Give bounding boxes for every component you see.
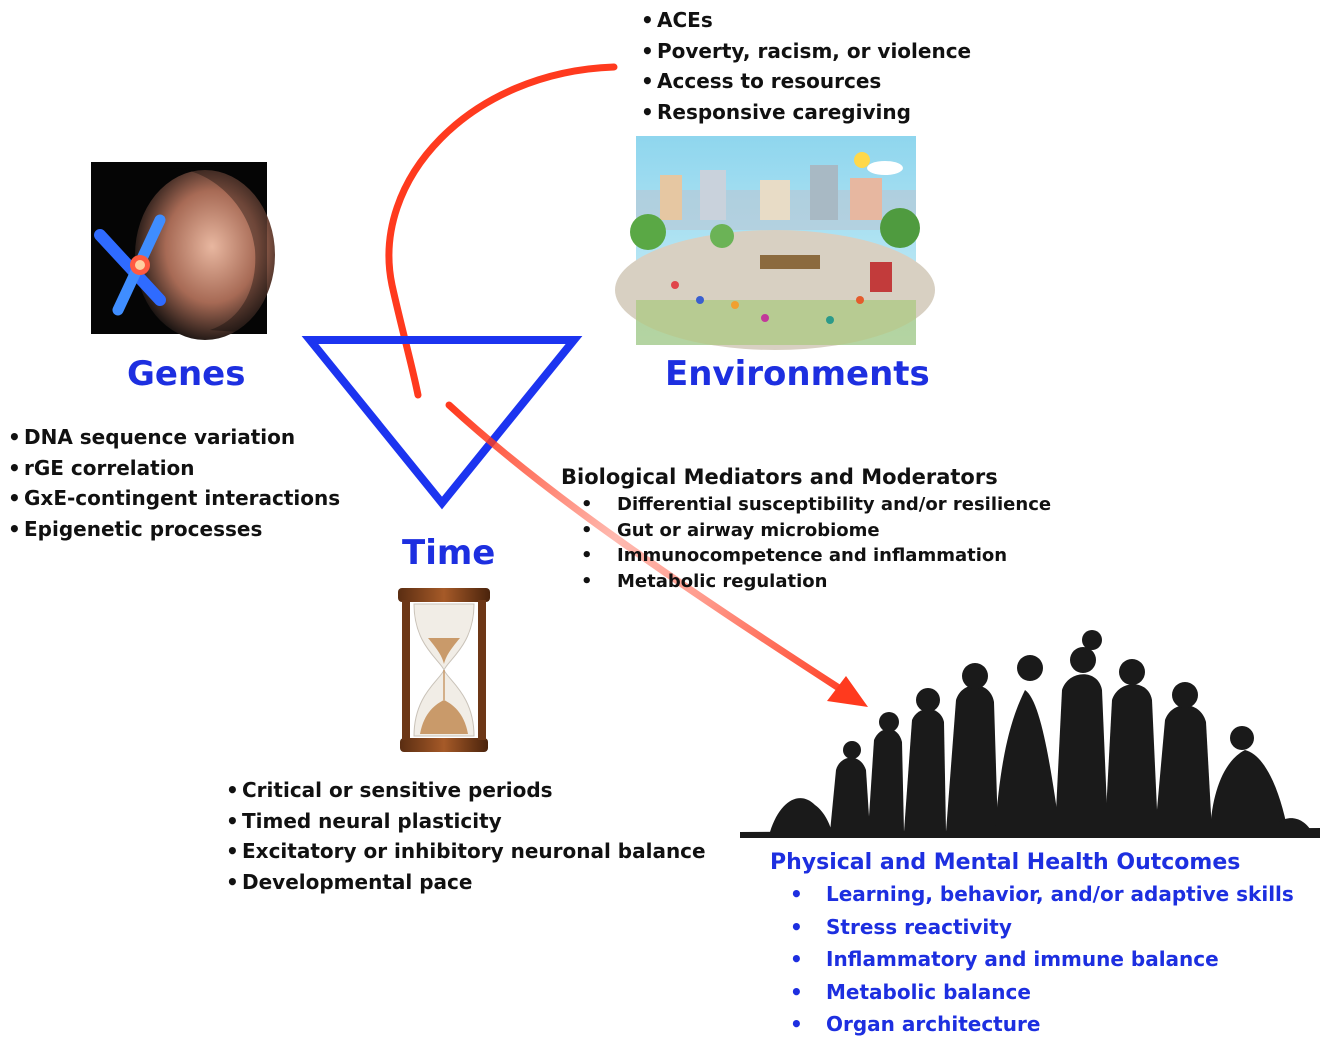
list-item: Gut or airway microbiome bbox=[561, 518, 1051, 544]
list-item: Developmental pace bbox=[226, 867, 706, 898]
list-item: GxE-contingent interactions bbox=[8, 483, 340, 514]
outcomes-list: Learning, behavior, and/or adaptive skil… bbox=[770, 878, 1294, 1041]
mediators-list: Differential susceptibility and/or resil… bbox=[561, 492, 1051, 595]
neighborhood-illustration bbox=[615, 136, 935, 350]
mediators-heading: Biological Mediators and Moderators bbox=[561, 465, 998, 489]
list-item: Immunocompetence and inflammation bbox=[561, 543, 1051, 569]
life-stages-silhouette bbox=[740, 630, 1320, 838]
outcomes-heading: Physical and Mental Health Outcomes bbox=[770, 850, 1241, 875]
list-item: Access to resources bbox=[641, 66, 971, 97]
list-item: ACEs bbox=[641, 5, 971, 36]
list-item: Excitatory or inhibitory neuronal balanc… bbox=[226, 836, 706, 867]
hourglass-icon bbox=[398, 588, 490, 752]
list-item: Metabolic balance bbox=[770, 976, 1294, 1009]
time-triangle bbox=[301, 336, 583, 510]
environments-heading: Environments bbox=[665, 354, 930, 394]
list-item: Timed neural plasticity bbox=[226, 806, 706, 837]
list-item: Stress reactivity bbox=[770, 911, 1294, 944]
list-item: Differential susceptibility and/or resil… bbox=[561, 492, 1051, 518]
time-heading: Time bbox=[402, 533, 496, 573]
list-item: Inflammatory and immune balance bbox=[770, 943, 1294, 976]
gene-factors-list: DNA sequence variation rGE correlation G… bbox=[8, 422, 340, 544]
environment-to-time-arrow bbox=[385, 63, 618, 399]
list-item: Critical or sensitive periods bbox=[226, 775, 706, 806]
list-item: Poverty, racism, or violence bbox=[641, 36, 971, 67]
genes-heading: Genes bbox=[127, 354, 246, 394]
baby-chromosome-image bbox=[91, 162, 275, 340]
list-item: Organ architecture bbox=[770, 1008, 1294, 1041]
time-factors-list: Critical or sensitive periods Timed neur… bbox=[226, 775, 706, 897]
list-item: DNA sequence variation bbox=[8, 422, 340, 453]
list-item: rGE correlation bbox=[8, 453, 340, 484]
list-item: Responsive caregiving bbox=[641, 97, 971, 128]
environment-factors-list: ACEs Poverty, racism, or violence Access… bbox=[641, 5, 971, 127]
list-item: Learning, behavior, and/or adaptive skil… bbox=[770, 878, 1294, 911]
arrowhead-icon bbox=[827, 676, 868, 707]
list-item: Metabolic regulation bbox=[561, 569, 1051, 595]
list-item: Epigenetic processes bbox=[8, 514, 340, 545]
